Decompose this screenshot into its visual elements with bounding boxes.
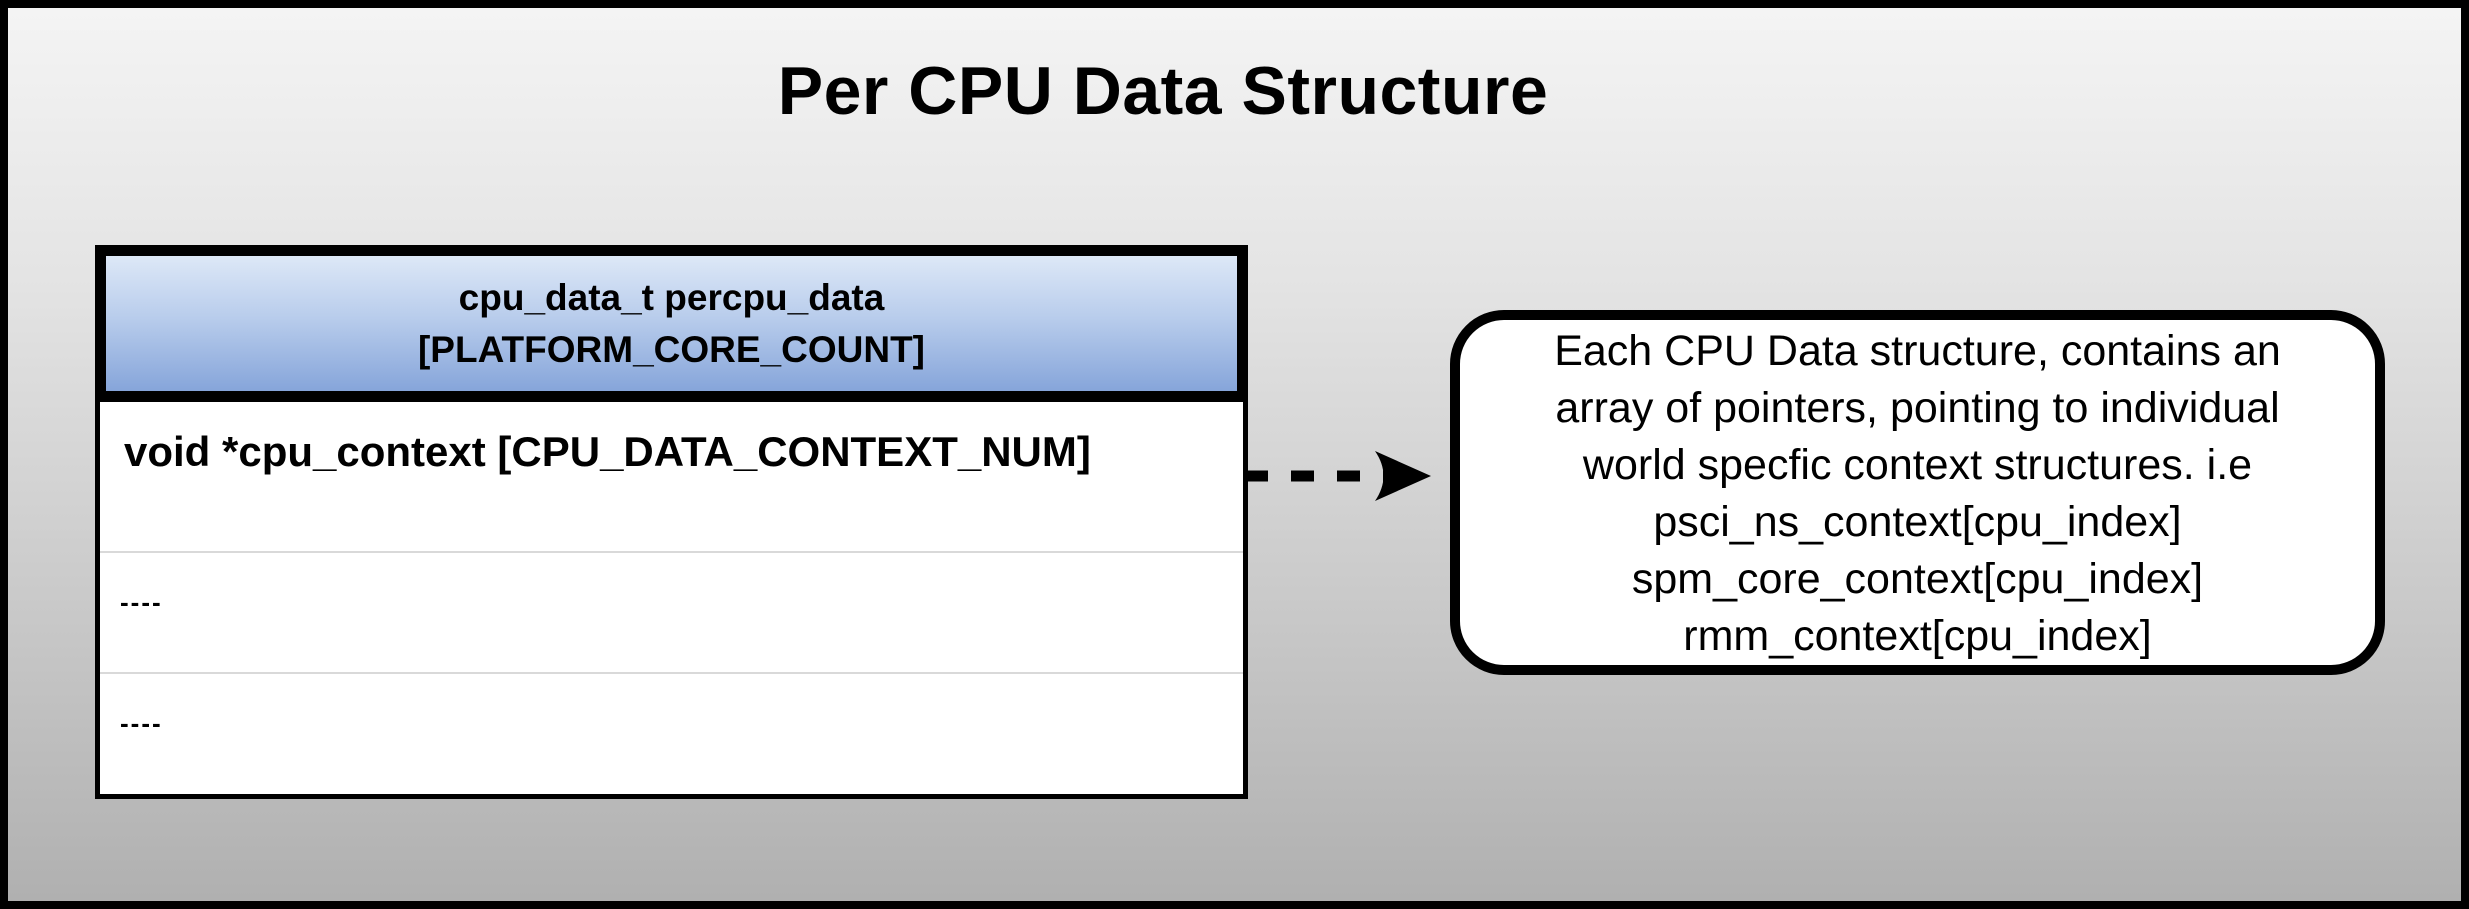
note-line-4: psci_ns_context[cpu_index] bbox=[1653, 498, 2182, 546]
table-header-line1: cpu_data_t percpu_data bbox=[458, 276, 885, 318]
table-body: void *cpu_context [CPU_DATA_CONTEXT_NUM]… bbox=[95, 402, 1248, 799]
table-header: cpu_data_t percpu_data [PLATFORM_CORE_CO… bbox=[95, 245, 1248, 402]
note-line-2: array of pointers, pointing to individua… bbox=[1555, 384, 2280, 432]
note-line-1: Each CPU Data structure, contains an bbox=[1554, 327, 2281, 375]
cpu-data-note: Each CPU Data structure, contains an arr… bbox=[1450, 310, 2385, 675]
dashed-arrow-right-icon bbox=[1245, 451, 1431, 501]
note-line-3: world specfic context structures. i.e bbox=[1582, 441, 2253, 489]
table-row-cpu-context: void *cpu_context [CPU_DATA_CONTEXT_NUM] bbox=[124, 428, 1091, 475]
table-row-placeholder-1: ---- bbox=[100, 551, 1243, 672]
table-header-line2: [PLATFORM_CORE_COUNT] bbox=[417, 328, 925, 370]
note-line-5: spm_core_context[cpu_index] bbox=[1631, 555, 2204, 603]
table-row-placeholder-2: ---- bbox=[100, 672, 1243, 787]
note-line-6: rmm_context[cpu_index] bbox=[1683, 612, 2152, 660]
per-cpu-data-table: cpu_data_t percpu_data [PLATFORM_CORE_CO… bbox=[95, 245, 1248, 799]
page-title: Per CPU Data Structure bbox=[777, 53, 1549, 129]
